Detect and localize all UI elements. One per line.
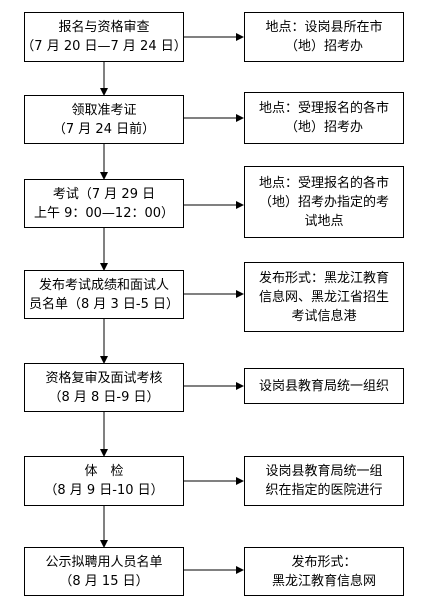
note-line: （地）招考办 bbox=[284, 120, 363, 135]
note-line: 设岗县教育局统一组 bbox=[265, 464, 383, 479]
note-line: 地点：受理报名的各市 bbox=[258, 175, 389, 191]
note-box-exam: 地点：受理报名的各市 （地）招考办指定的考 试地点 bbox=[244, 166, 404, 238]
step-date: 员名单（8 月 3 日-5 日） bbox=[28, 296, 180, 312]
note-box-publicity: 发布形式： 黑龙江教育信息网 bbox=[244, 547, 404, 596]
note-box-registration: 地点：设岗县所在市 （地）招考办 bbox=[244, 12, 404, 62]
step-box-registration: 报名与资格审查 （7 月 20 日—7 月 24 日） bbox=[21, 12, 187, 62]
note-line: 发布形式： bbox=[291, 554, 357, 570]
step-date: 上午 9：00—12：00） bbox=[33, 205, 175, 221]
step-box-admission-ticket: 领取准考证 （7 月 24 日前） bbox=[24, 95, 184, 144]
note-box-admission-ticket: 地点：受理报名的各市 （地）招考办 bbox=[244, 92, 404, 144]
step-box-publicity: 公示拟聘用人员名单 （8 月 15 日） bbox=[24, 547, 184, 596]
step-box-exam: 考试（7 月 29 日 上午 9：00—12：00） bbox=[24, 179, 184, 228]
note-line: 发布形式：黑龙江教育 bbox=[258, 270, 389, 286]
note-line: 试地点 bbox=[304, 213, 344, 229]
note-line: 地点：受理报名的各市 bbox=[258, 101, 389, 116]
step-date: （7 月 24 日前） bbox=[52, 121, 156, 137]
step-title: 资格复审及面试考核 bbox=[45, 370, 163, 386]
step-title: 发布考试成绩和面试人 bbox=[38, 277, 169, 293]
note-box-interview: 设岗县教育局统一组织 bbox=[244, 368, 404, 404]
note-line: 地点：设岗县所在市 bbox=[265, 20, 383, 35]
step-title: 体 检 bbox=[84, 464, 124, 479]
step-date: （8 月 9 日-10 日） bbox=[44, 483, 164, 498]
step-box-interview: 资格复审及面试考核 （8 月 8 日-9 日） bbox=[24, 363, 184, 412]
step-box-results: 发布考试成绩和面试人 员名单（8 月 3 日-5 日） bbox=[24, 270, 184, 319]
step-date: （8 月 8 日-9 日） bbox=[48, 389, 160, 405]
note-line: 考试信息港 bbox=[291, 308, 357, 324]
note-box-results: 发布形式：黑龙江教育 信息网、黑龙江省招生 考试信息港 bbox=[244, 262, 404, 332]
step-title: 领取准考证 bbox=[71, 102, 137, 118]
step-title: 公示拟聘用人员名单 bbox=[45, 554, 163, 570]
note-line: 黑龙江教育信息网 bbox=[271, 573, 376, 589]
note-line: 织在指定的医院进行 bbox=[265, 483, 383, 498]
note-box-medical: 设岗县教育局统一组 织在指定的医院进行 bbox=[244, 456, 404, 506]
note-line: （地）招考办 bbox=[284, 39, 363, 54]
note-line: （地）招考办指定的考 bbox=[258, 194, 389, 210]
note-line: 信息网、黑龙江省招生 bbox=[258, 289, 389, 305]
step-box-medical: 体 检 （8 月 9 日-10 日） bbox=[24, 456, 184, 506]
step-title: 报名与资格审查 bbox=[58, 20, 150, 35]
step-title: 考试（7 月 29 日 bbox=[52, 186, 156, 202]
step-date: （8 月 15 日） bbox=[59, 573, 149, 589]
step-date: （7 月 20 日—7 月 24 日） bbox=[21, 39, 187, 54]
note-line: 设岗县教育局统一组织 bbox=[258, 378, 389, 394]
